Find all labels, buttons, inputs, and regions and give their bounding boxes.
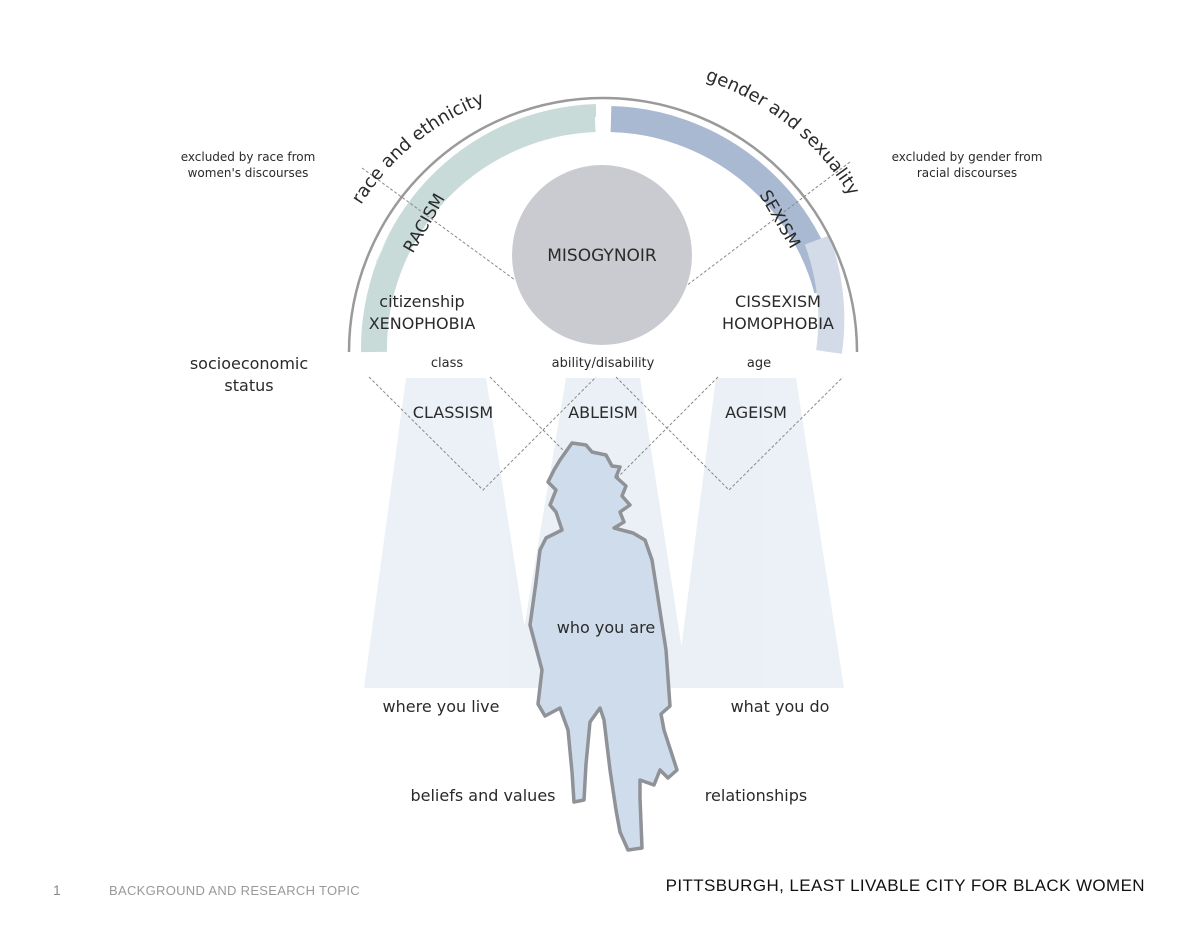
person-figure (528, 441, 679, 852)
right-note-line1: excluded by gender from (892, 150, 1043, 164)
xenophobia-label: XENOPHOBIA (369, 314, 476, 333)
socioeconomic-label-1: socioeconomic (190, 354, 308, 373)
outer-arc (347, 96, 859, 353)
beam-age (676, 378, 844, 688)
beam-class (364, 378, 534, 688)
document-title: PITTSBURGH, LEAST LIVABLE CITY FOR BLACK… (665, 876, 1145, 895)
section-title: BACKGROUND AND RESEARCH TOPIC (109, 883, 360, 898)
misogynoir-label: MISOGYNOIR (547, 246, 657, 266)
left-note-line1: excluded by race from (181, 150, 316, 164)
age-label: age (747, 356, 771, 371)
classism-label: CLASSISM (413, 403, 493, 422)
ableism-label: ABLEISM (568, 403, 638, 422)
who-you-are-label: who you are (557, 618, 655, 637)
beliefs-values-label: beliefs and values (410, 786, 555, 805)
gender-sexuality-band-light (804, 235, 845, 354)
race-ethnicity-band-stroke (360, 106, 596, 353)
left-note-line2: women's discourses (188, 166, 309, 180)
misogynoir-circle (512, 165, 692, 345)
homophobia-label: HOMOPHOBIA (722, 314, 834, 333)
gender-sexuality-label: gender and sexuality (703, 65, 864, 200)
socioeconomic-label-2: status (224, 376, 273, 395)
citizenship-label: citizenship (379, 292, 464, 311)
right-note-line2: racial discourses (917, 166, 1017, 180)
where-you-live-label: where you live (383, 697, 500, 716)
page-number: 1 (53, 882, 61, 898)
cissexism-label: CISSEXISM (735, 292, 821, 311)
ageism-label: AGEISM (725, 403, 787, 422)
ability-label: ability/disability (552, 356, 655, 371)
class-label: class (431, 356, 463, 371)
connector-lines (361, 161, 851, 504)
what-you-do-label: what you do (731, 697, 830, 716)
relationships-label: relationships (705, 786, 807, 805)
